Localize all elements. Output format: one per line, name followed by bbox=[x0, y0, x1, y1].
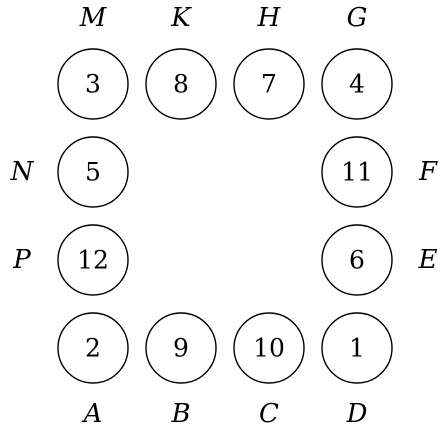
circle-m: 3 bbox=[57, 48, 129, 120]
circle-d: 1 bbox=[321, 312, 393, 384]
value-n: 5 bbox=[85, 158, 101, 187]
label-c: C bbox=[259, 399, 279, 429]
label-d: D bbox=[346, 399, 368, 429]
circle-p: 12 bbox=[57, 224, 129, 296]
label-a: A bbox=[82, 399, 103, 429]
label-p: P bbox=[12, 245, 31, 275]
value-g: 4 bbox=[349, 70, 365, 99]
value-a: 2 bbox=[85, 334, 101, 363]
circle-n: 5 bbox=[57, 136, 129, 208]
label-n: N bbox=[10, 157, 35, 187]
circle-k: 8 bbox=[145, 48, 217, 120]
value-b: 9 bbox=[173, 334, 189, 363]
label-f: F bbox=[418, 157, 438, 187]
circle-b: 9 bbox=[145, 312, 217, 384]
value-f: 11 bbox=[341, 158, 373, 187]
circle-f: 11 bbox=[321, 136, 393, 208]
label-b: B bbox=[170, 399, 190, 429]
circle-e: 6 bbox=[321, 224, 393, 296]
label-m: M bbox=[79, 3, 108, 33]
circle-a: 2 bbox=[57, 312, 129, 384]
label-h: H bbox=[257, 3, 282, 33]
label-k: K bbox=[170, 3, 192, 33]
value-k: 8 bbox=[173, 70, 189, 99]
label-g: G bbox=[347, 3, 368, 33]
value-m: 3 bbox=[85, 70, 101, 99]
circle-g: 4 bbox=[321, 48, 393, 120]
label-e: E bbox=[418, 245, 438, 275]
value-p: 12 bbox=[77, 246, 109, 275]
value-d: 1 bbox=[349, 334, 365, 363]
value-h: 7 bbox=[261, 70, 277, 99]
value-e: 6 bbox=[349, 246, 365, 275]
circle-c: 10 bbox=[233, 312, 305, 384]
circle-h: 7 bbox=[233, 48, 305, 120]
value-c: 10 bbox=[253, 334, 285, 363]
